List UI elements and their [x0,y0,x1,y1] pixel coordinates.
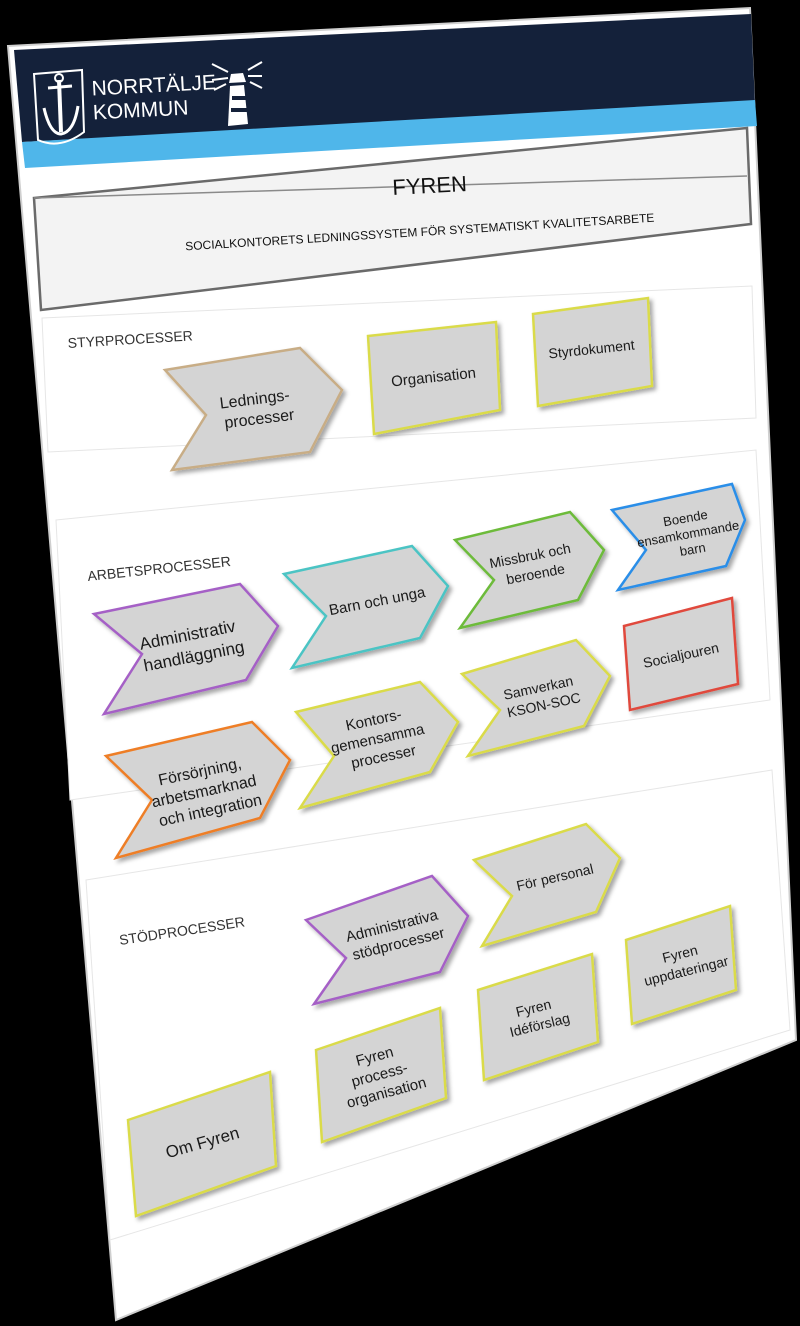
organisation-button[interactable]: Organisation [366,320,502,436]
administrativa-stodprocesser-button[interactable]: Administrativa stödprocesser [303,874,470,1007]
for-personal-button[interactable]: För personal [471,822,622,949]
forsorjning-button[interactable]: Försörjning, arbetsmarknad och integrati… [103,720,292,861]
header-stripe [22,100,757,168]
title-divider [33,175,748,199]
header-band [14,14,755,142]
om-fyren-button[interactable]: Om Fyren [126,1070,278,1218]
fyren-processorganisation-button[interactable]: Fyren process- organisation [314,1006,448,1144]
anchor-shield-icon[interactable] [32,68,86,145]
brand-line2: KOMMUN [92,96,189,124]
page-title: FYREN [392,171,468,200]
section-label-styr: STYRPROCESSER [67,327,193,351]
barn-och-unga-button[interactable]: Barn och unga [281,544,450,670]
samverkan-kson-soc-button[interactable]: Samverkan KSON-SOC [459,638,612,759]
kontorsgemensamma-processer-button[interactable]: Kontors- gemensamma processer [293,680,460,811]
boende-line3: barn [679,540,707,559]
styrdokument-button[interactable]: Styrdokument [531,296,654,408]
svg-text:Försörjning, arbetsmarkn: Försörjning, arbetsmarknad och integrati… [146,752,267,831]
fyren-ideforslag-button[interactable]: Fyren Idéförslag [476,952,600,1082]
socialjouren-button[interactable]: Socialjouren [622,596,740,712]
title-box [32,126,753,312]
administrativ-handlaggning-button[interactable]: Administrativ handläggning [91,582,280,716]
fyren-uppdateringar-button[interactable]: Fyren uppdateringar [624,904,738,1026]
ledningsprocesser-button[interactable]: Lednings- processer [162,346,344,472]
boende-ensamkommande-barn-button[interactable]: Boende ensamkommande barn [609,482,747,592]
missbruk-och-beroende-button[interactable]: Missbruk och beroende [452,510,606,630]
lighthouse-icon [211,61,263,126]
